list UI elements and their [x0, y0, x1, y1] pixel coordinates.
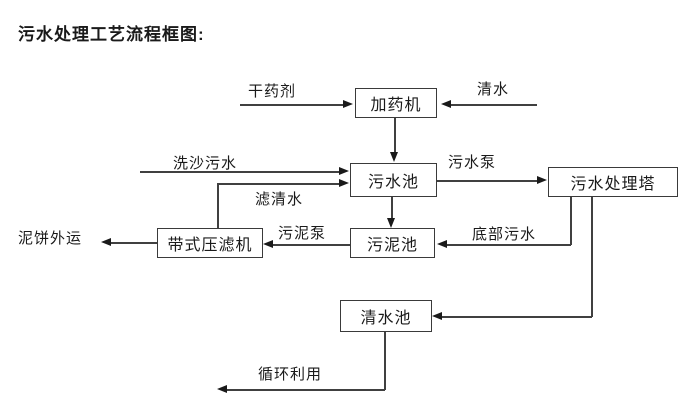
label-sewage-pump: 污水泵 [448, 154, 497, 171]
label-clean-water: 清水 [477, 81, 510, 98]
sand-washing-arrowhead-right-icon [339, 167, 349, 175]
tower-to-clean-arrow-line [442, 316, 592, 318]
label-sand-washing-sewage: 洗沙污水 [173, 155, 238, 172]
node-clean-water-pool: 清水池 [340, 300, 432, 332]
dry-agent-arrow-line [240, 104, 344, 106]
filtered-water-arrow-line [217, 183, 341, 185]
label-filtered-water: 滤清水 [255, 191, 304, 208]
bottom-sewage-arrowhead-left-icon [437, 240, 447, 248]
sludge-pump-arrowhead-left-icon [263, 240, 273, 248]
tower-to-clean-vertical-line [591, 197, 593, 317]
label-dry-agent: 干药剂 [248, 83, 297, 100]
label-mud-cake-out: 泥饼外运 [18, 230, 83, 247]
label-bottom-sewage: 底部污水 [472, 226, 537, 243]
page-title: 污水处理工艺流程框图: [18, 25, 205, 44]
node-treatment-tower: 污水处理塔 [548, 167, 678, 197]
clean-water-arrowhead-left-icon [441, 100, 451, 108]
filtered-water-vertical-line [217, 184, 219, 228]
node-sewage-pool: 污水池 [350, 163, 437, 197]
recycle-arrow-line [227, 389, 385, 391]
sewage-pump-arrow-line [437, 180, 537, 182]
tower-to-clean-arrowhead-left-icon [432, 312, 442, 320]
dry-agent-arrowhead-right-icon [343, 100, 353, 108]
sand-washing-arrow-line [140, 171, 340, 173]
recycle-arrowhead-left-icon [217, 385, 227, 393]
node-belt-filter-press: 带式压滤机 [157, 228, 263, 258]
label-sludge-pump: 污泥泵 [278, 225, 327, 242]
sewage-pump-arrowhead-right-icon [537, 176, 547, 184]
dosing-to-sewage-arrowhead-down-icon [390, 152, 398, 162]
recycle-vertical-line [384, 332, 386, 390]
filtered-water-arrowhead-right-icon [339, 179, 349, 187]
sewage-to-sludge-arrowhead-down-icon [387, 218, 395, 228]
node-dosing-machine: 加药机 [355, 88, 437, 118]
node-sludge-pool: 污泥池 [350, 228, 435, 258]
mud-cake-arrow-line [111, 242, 157, 244]
bottom-sewage-arrow-line [447, 244, 571, 246]
label-recycle-use: 循环利用 [258, 366, 323, 383]
clean-water-arrow-line [451, 104, 537, 106]
sludge-pump-arrow-line [273, 244, 350, 246]
sewage-to-sludge-line [391, 197, 393, 220]
bottom-sewage-vertical-line [570, 197, 572, 245]
mud-cake-arrowhead-left-icon [101, 238, 111, 246]
dosing-to-sewage-line [394, 118, 396, 154]
